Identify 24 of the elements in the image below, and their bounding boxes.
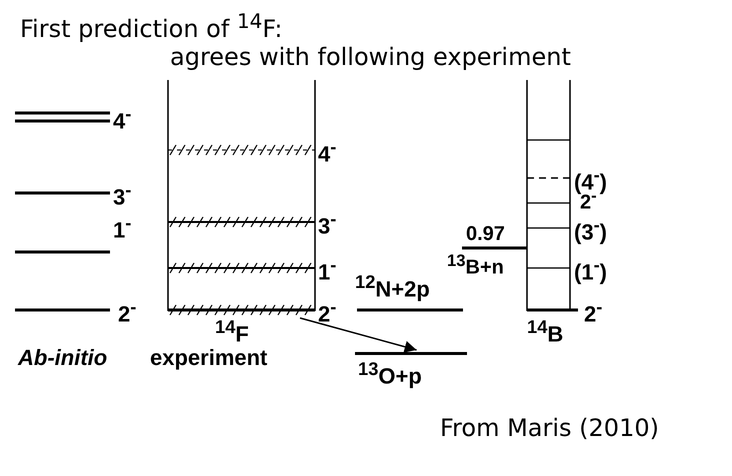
spin-parity-label: (1$^{-}$) [574,255,607,285]
spin-parity-label: (3$^{-}$) [574,215,607,245]
spin-parity-label: 3$^{-}$ [318,209,336,239]
column-label: experiment [150,346,268,370]
threshold-label: $^{13}$B+n [447,252,504,279]
nucleus-label: $^{14}$F [215,317,249,347]
level-label: $^{13}$O+p [357,359,423,389]
spin-parity-label: 2$^{-}$ [118,297,136,327]
energy-label: 0.97 [466,223,505,245]
spin-parity-label: 1$^{-}$ [113,213,132,243]
title-text: First prediction of $^{14}$F: [20,10,282,42]
spin-parity-label: 2$^{-}$ [584,297,602,327]
column-label: Ab-initio [18,346,108,370]
spin-parity-label: 3$^{-}$ [113,180,132,210]
nucleus-label: $^{14}$B [527,317,564,347]
spin-parity-label: 1$^{-}$ [318,255,336,285]
subtitle-text: agrees with following experiment [170,44,571,70]
spin-parity-label: 2$^{-}$ [318,297,336,327]
hatched-level-line [168,302,315,318]
spin-parity-label: 4$^{-}$ [113,104,132,134]
threshold-label: $^{12}$N+2p [355,272,430,302]
arrow [300,317,417,353]
spin-parity-label: 4$^{-}$ [318,137,336,167]
source-note: From Maris (2010) [440,415,659,442]
